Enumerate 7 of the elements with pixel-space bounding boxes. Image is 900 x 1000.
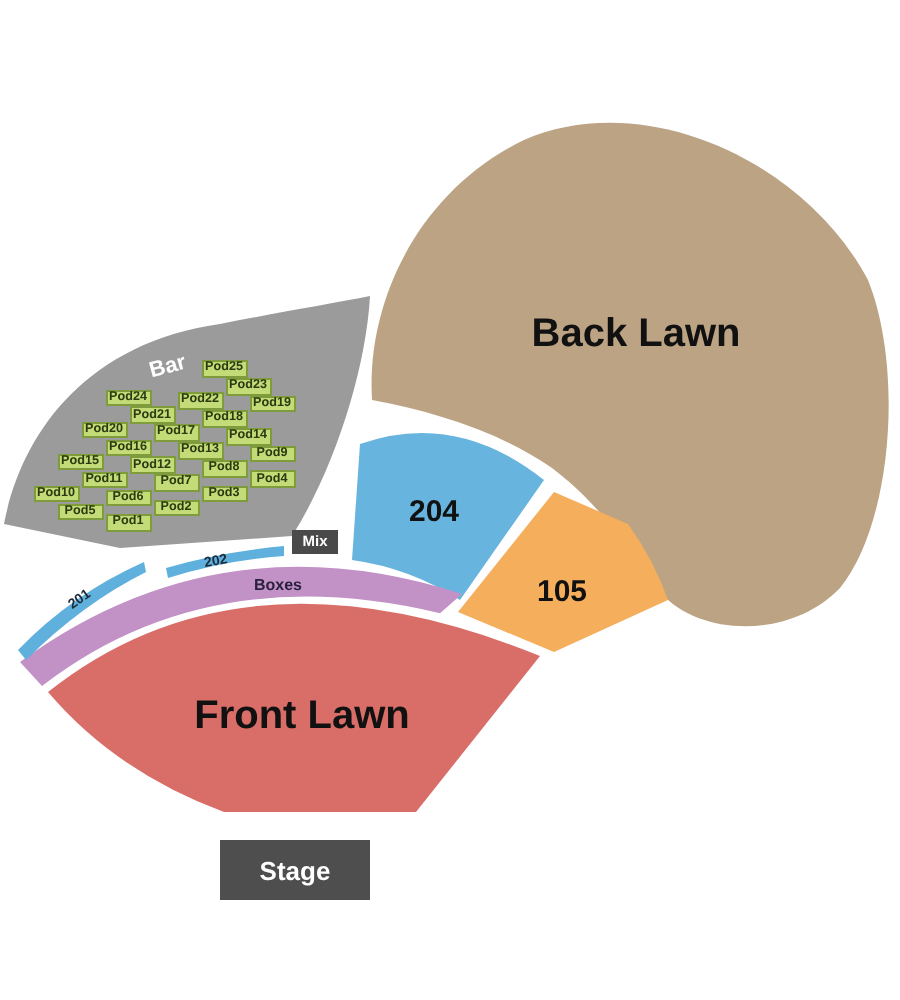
area-label: Bar <box>147 352 189 384</box>
section-label: Boxes <box>254 578 302 594</box>
section-label: Front Lawn <box>194 696 410 736</box>
section-label: Back Lawn <box>531 314 741 354</box>
stage-block: Stage <box>220 840 370 900</box>
section-label: 204 <box>408 497 460 527</box>
section-label: 105 <box>536 577 588 607</box>
